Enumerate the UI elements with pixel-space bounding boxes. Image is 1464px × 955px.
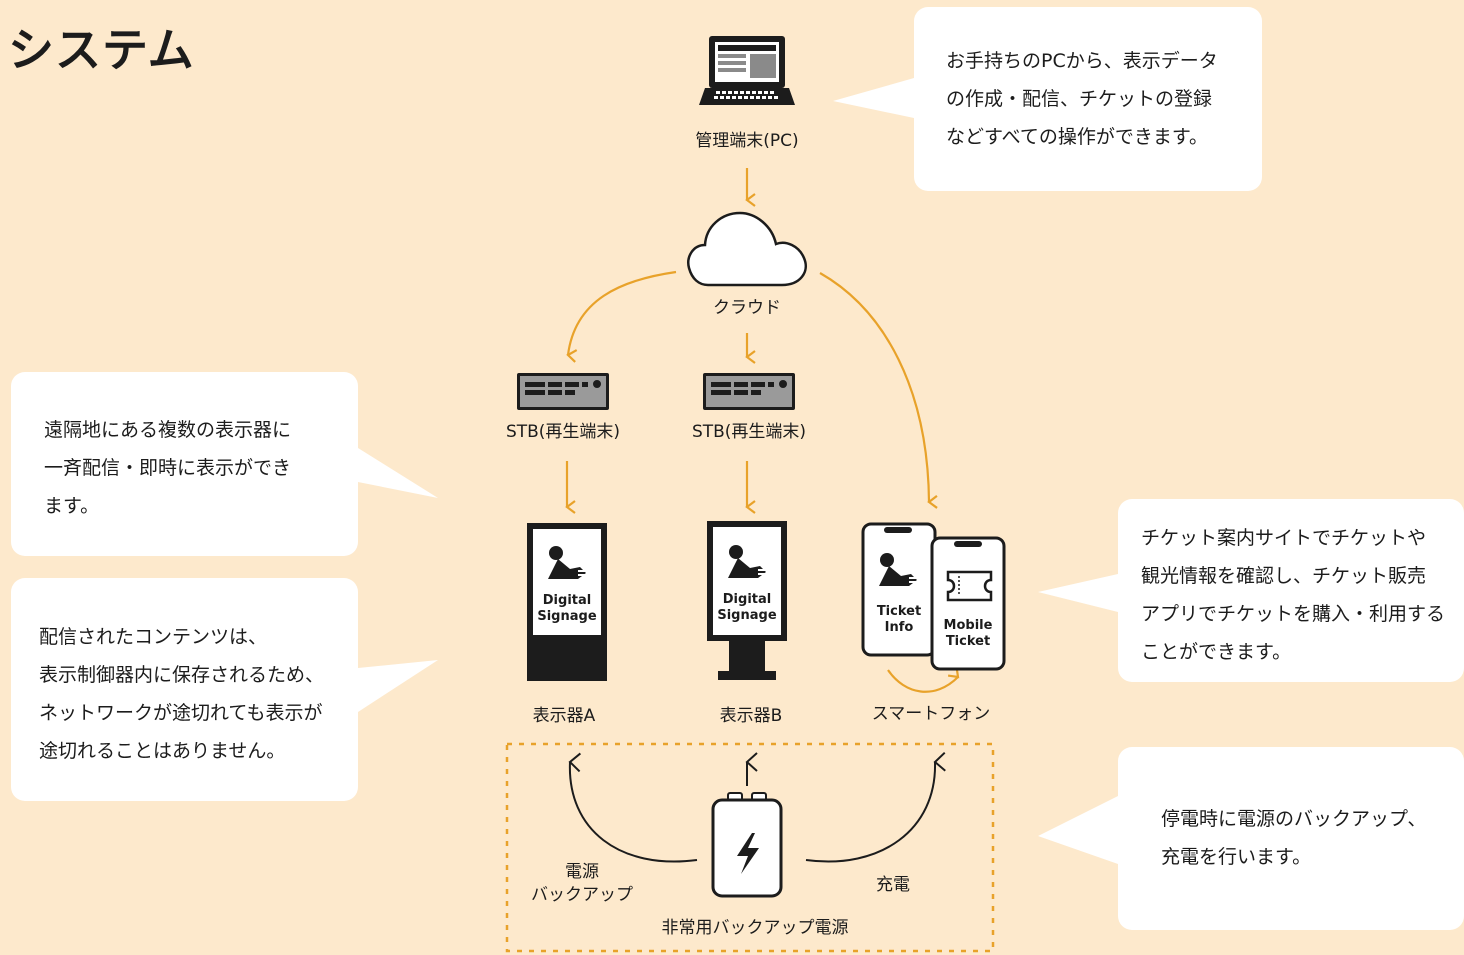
pc-label: 管理端末(PC)	[695, 131, 799, 151]
cloud-label: クラウド	[713, 298, 781, 318]
display-a-label: 表示器A	[532, 706, 596, 726]
stb-icon	[703, 373, 795, 410]
battery-icon	[711, 792, 783, 898]
display-b-label: 表示器B	[719, 706, 783, 726]
signage-a-text-1: Digital	[543, 593, 591, 608]
laptop-icon	[699, 36, 795, 105]
stb-b-label: STB(再生端末)	[691, 422, 807, 442]
mountain-icon	[879, 553, 919, 586]
phone-info-text-2: Info	[885, 620, 914, 635]
bubble-content	[11, 578, 438, 801]
signage-a-text-2: Signage	[537, 609, 596, 624]
phone-info-text-1: Ticket	[877, 604, 921, 619]
backup-arrows	[568, 751, 946, 863]
bubble-pc	[833, 7, 1262, 191]
lightning-icon	[737, 833, 759, 874]
page-title: システム	[8, 23, 195, 77]
bubble-backup-text: 停電時に電源のバックアップ、 充電を行います。	[1161, 808, 1427, 868]
signage-icon	[707, 521, 787, 680]
stb-icon	[517, 373, 609, 410]
ticket-icon	[946, 570, 993, 602]
phone-mobile-text-2: Ticket	[946, 634, 990, 649]
mountain-icon	[728, 545, 768, 578]
signage-b-text-1: Digital	[723, 592, 771, 607]
power-backup-label: 電源 バックアップ	[531, 862, 633, 905]
bubble-ticket-text: チケット案内サイトでチケットや 観光情報を確認し、チケット販売 アプリでチケット…	[1141, 527, 1446, 663]
signage-icon	[527, 523, 607, 681]
smartphone-label: スマートフォン	[871, 704, 991, 724]
stb-a-label: STB(再生端末)	[505, 422, 621, 442]
charge-label: 充電	[876, 875, 910, 895]
bubble-backup	[1038, 747, 1464, 930]
backup-area	[505, 742, 995, 953]
smartphone-icon	[861, 522, 937, 657]
phone-mobile-text-1: Mobile	[944, 618, 993, 633]
bubble-pc-text: お手持ちのPCから、表示データ の作成・配信、チケットの登録 などすべての操作が…	[946, 50, 1218, 148]
signage-b-text-2: Signage	[717, 608, 776, 623]
bubble-content-text: 配信されたコンテンツは、 表示制御器内に保存されるため、 ネットワークが途切れて…	[39, 626, 325, 762]
orange-arrows	[565, 168, 960, 693]
bubble-remote-text: 遠隔地にある複数の表示器に 一斉配信・即時に表示ができ ます。	[44, 419, 292, 517]
cloud-icon	[687, 211, 807, 287]
bubble-ticket	[1038, 499, 1464, 682]
mountain-icon	[548, 546, 588, 579]
battery-label: 非常用バックアップ電源	[661, 918, 849, 938]
bubble-remote	[11, 372, 438, 556]
smartphone-icon	[930, 536, 1006, 671]
